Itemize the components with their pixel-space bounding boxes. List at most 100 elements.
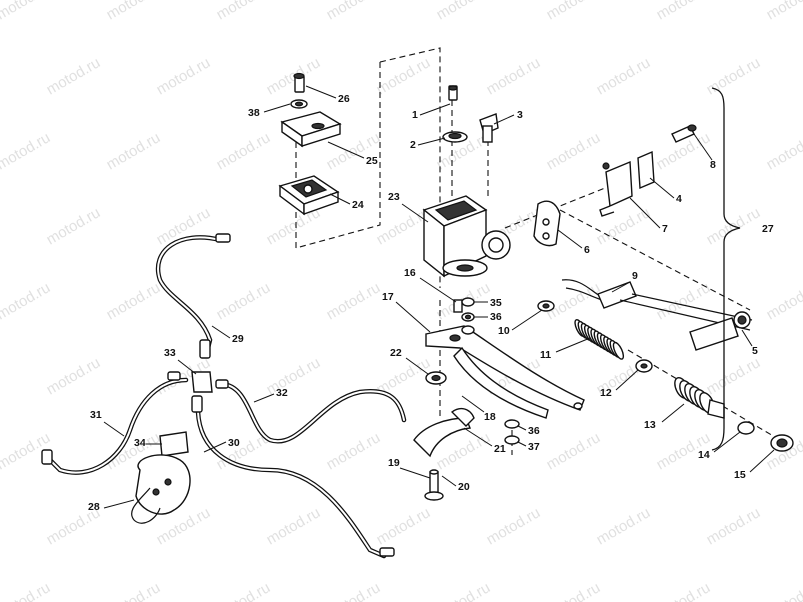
watermark-text: motod.ru: [764, 0, 803, 23]
callout-13: 13: [644, 419, 656, 431]
leader-line: [749, 449, 775, 473]
watermark-text: motod.ru: [154, 54, 214, 98]
callout-31: 31: [90, 409, 102, 421]
hardware-group: [537, 300, 794, 452]
callout-12: 12: [600, 387, 612, 399]
leader-line: [103, 499, 135, 509]
callout-36: 36: [490, 311, 502, 323]
watermark-text: motod.ru: [484, 504, 544, 548]
watermark-text: motod.ru: [434, 0, 494, 23]
callout-29: 29: [232, 333, 244, 345]
leader-line: [395, 301, 431, 333]
watermark-text: motod.ru: [104, 279, 164, 323]
leader-line: [517, 441, 527, 447]
watermark-text: motod.ru: [214, 579, 274, 602]
leader-line: [441, 475, 457, 487]
leader-line: [419, 277, 457, 303]
leader-line: [419, 103, 451, 116]
leader-line: [305, 85, 337, 99]
watermark-text: motod.ru: [44, 54, 104, 98]
watermark-text: motod.ru: [0, 279, 53, 323]
callout-34: 34: [134, 437, 146, 449]
watermark-text: motod.ru: [764, 129, 803, 173]
leader-line: [211, 325, 231, 339]
callout-24: 24: [352, 199, 364, 211]
leader-line: [615, 369, 639, 391]
callout-37: 37: [528, 441, 540, 453]
callout-19: 19: [388, 457, 400, 469]
watermark-text: motod.ru: [324, 279, 384, 323]
lever-group: [413, 297, 585, 501]
callout-25: 25: [366, 155, 378, 167]
leader-line: [555, 337, 591, 353]
watermark-text: motod.ru: [594, 504, 654, 548]
leader-line: [203, 441, 227, 453]
watermark-text: motod.ru: [704, 504, 764, 548]
watermark-text: motod.ru: [704, 354, 764, 398]
watermark-text: motod.ru: [544, 129, 604, 173]
callout-1: 1: [412, 109, 418, 121]
group-bracket-27: [711, 87, 741, 451]
watermark-text: motod.ru: [214, 0, 274, 23]
callout-labels: 1234567891011121314151617181920212223242…: [88, 93, 774, 513]
watermark-text: motod.ru: [704, 54, 764, 98]
switch-cable-group: [561, 279, 753, 351]
watermark-text: motod.ru: [0, 129, 53, 173]
hose-group: [41, 233, 407, 559]
watermark-text: motod.ru: [764, 579, 803, 602]
watermark-text: motod.ru: [654, 0, 714, 23]
callout-18: 18: [484, 411, 496, 423]
leader-line: [263, 103, 291, 113]
watermark-text: motod.ru: [594, 54, 654, 98]
callout-6: 6: [584, 244, 590, 256]
callout-36: 36: [528, 425, 540, 437]
callout-14: 14: [698, 449, 710, 461]
leader-line: [329, 193, 351, 205]
watermark-text: motod.ru: [374, 504, 434, 548]
leader-line: [557, 229, 583, 249]
leader-line: [741, 329, 753, 347]
leader-line: [405, 357, 429, 375]
leader-lines: [103, 85, 775, 509]
watermark-text: motod.ru: [544, 0, 604, 23]
callout-21: 21: [494, 443, 506, 455]
watermark-text: motod.ru: [484, 54, 544, 98]
callout-35: 35: [490, 297, 502, 309]
callout-38: 38: [248, 107, 260, 119]
leader-line: [629, 197, 661, 229]
leader-line: [661, 403, 685, 423]
watermark-text: motod.ru: [544, 279, 604, 323]
watermark-text: motod.ru: [104, 129, 164, 173]
watermark-text: motod.ru: [104, 579, 164, 602]
callout-10: 10: [498, 325, 510, 337]
callout-32: 32: [276, 387, 288, 399]
watermark-text: motod.ru: [104, 0, 164, 23]
callout-28: 28: [88, 501, 100, 513]
bracket-group: [533, 124, 697, 247]
watermark-text: motod.ru: [324, 579, 384, 602]
callout-22: 22: [390, 347, 402, 359]
callout-3: 3: [517, 109, 523, 121]
callout-23: 23: [388, 191, 400, 203]
callout-4: 4: [676, 193, 682, 205]
callout-5: 5: [752, 345, 758, 357]
leader-line: [611, 281, 631, 293]
watermark-text: motod.ru: [544, 579, 604, 602]
leader-line: [103, 421, 125, 437]
callout-26: 26: [338, 93, 350, 105]
watermark-text: motod.ru: [324, 429, 384, 473]
watermark-text: motod.ru: [264, 504, 324, 548]
watermark-text: motod.ru: [44, 354, 104, 398]
watermark-text: motod.ru: [214, 129, 274, 173]
watermark-text: motod.ru: [44, 204, 104, 248]
callout-15: 15: [734, 469, 746, 481]
leader-line: [401, 203, 429, 223]
callout-7: 7: [662, 223, 668, 235]
leader-line: [493, 114, 515, 125]
callout-30: 30: [228, 437, 240, 449]
master-cylinder-group: [422, 85, 511, 278]
watermark-text: motod.ru: [264, 54, 324, 98]
callout-8: 8: [710, 159, 716, 171]
